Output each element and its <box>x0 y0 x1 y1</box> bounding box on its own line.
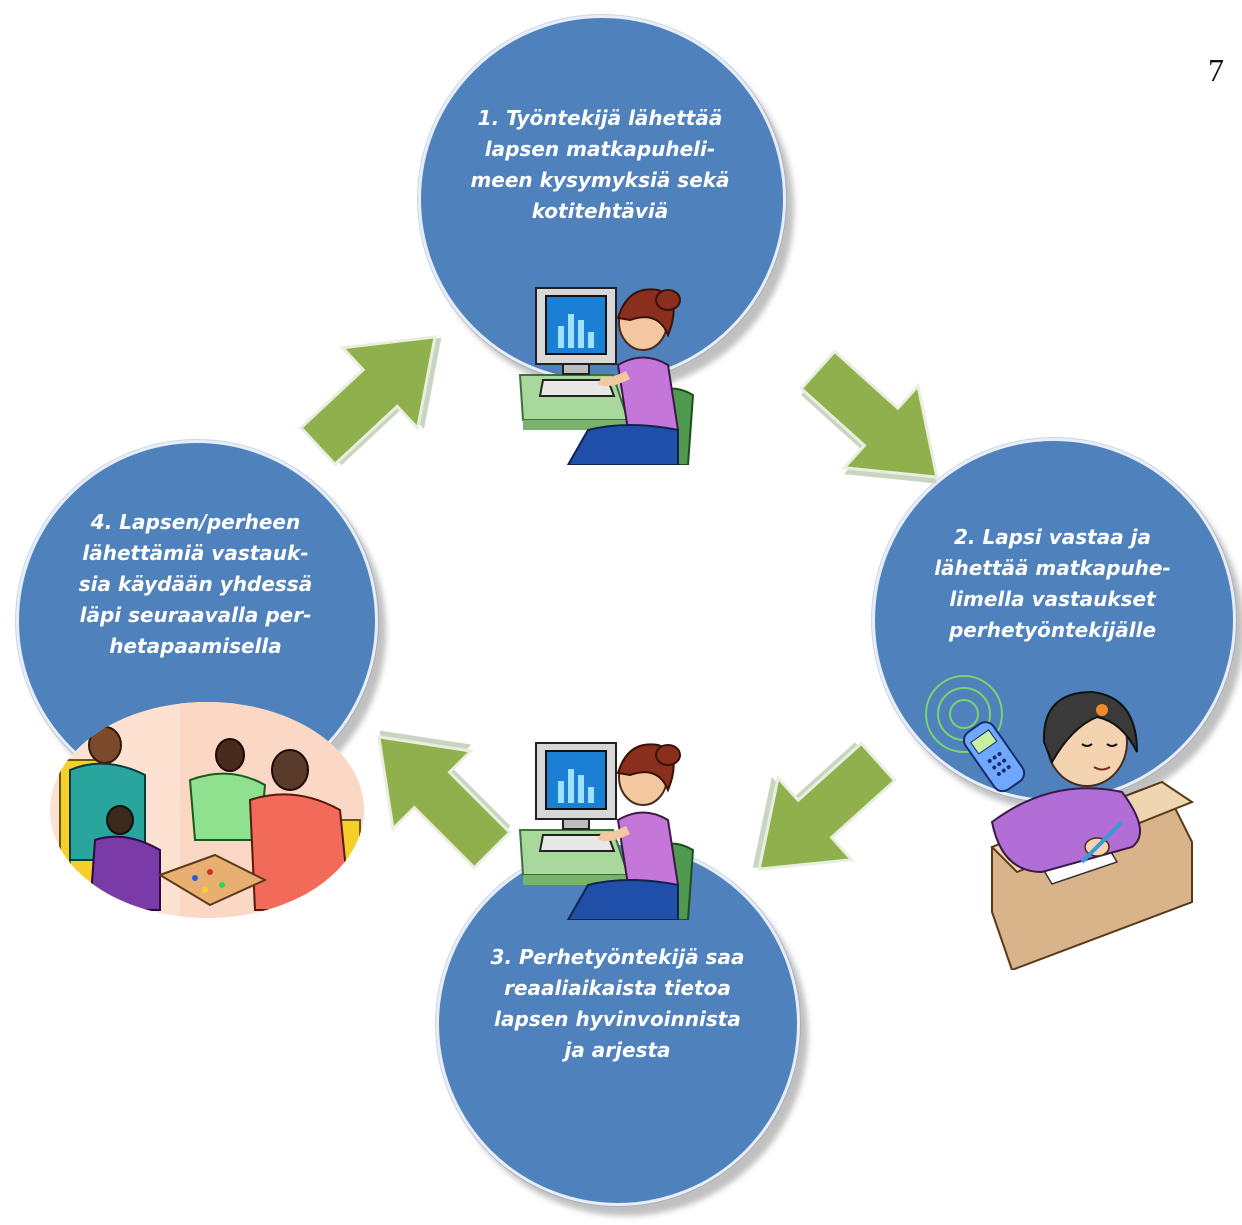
computer-worker-icon <box>518 287 695 465</box>
page-number: 7 <box>1208 52 1224 88</box>
step-1-text: 1. Työntekijä lähettää lapsen matkapuhel… <box>470 106 730 223</box>
girl-with-phone-icon <box>925 675 1195 970</box>
arrow-3-to-4 <box>338 691 533 891</box>
step-2-text: 2. Lapsi vastaa ja lähettää matkapuhe- l… <box>934 525 1171 642</box>
arrow-2-to-3 <box>715 719 917 912</box>
family-board-game-icon <box>50 702 364 918</box>
computer-worker-icon-2 <box>518 742 695 920</box>
step-4-text: 4. Lapsen/perheen lähettämiä vastauk- si… <box>78 510 313 658</box>
arrow-1-to-2 <box>779 327 976 525</box>
step-3-text: 3. Perhetyöntekijä saa reaaliaikaista ti… <box>490 945 745 1062</box>
arrow-4-to-1 <box>278 295 479 488</box>
